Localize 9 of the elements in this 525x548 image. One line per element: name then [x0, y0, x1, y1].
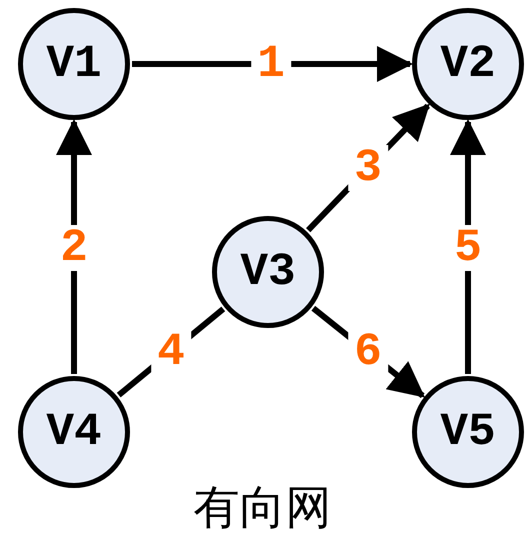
edge-weight: 6 — [348, 329, 388, 375]
vertex-label: V2 — [440, 38, 496, 90]
caption: 有向网 — [194, 484, 332, 530]
vertex-label: V3 — [240, 246, 296, 298]
vertex-label: V5 — [440, 406, 496, 458]
edge-weight: 3 — [348, 145, 388, 191]
edge-weight: 4 — [151, 329, 191, 375]
vertex-label: V4 — [46, 406, 102, 458]
vertex-label: V1 — [46, 38, 102, 90]
